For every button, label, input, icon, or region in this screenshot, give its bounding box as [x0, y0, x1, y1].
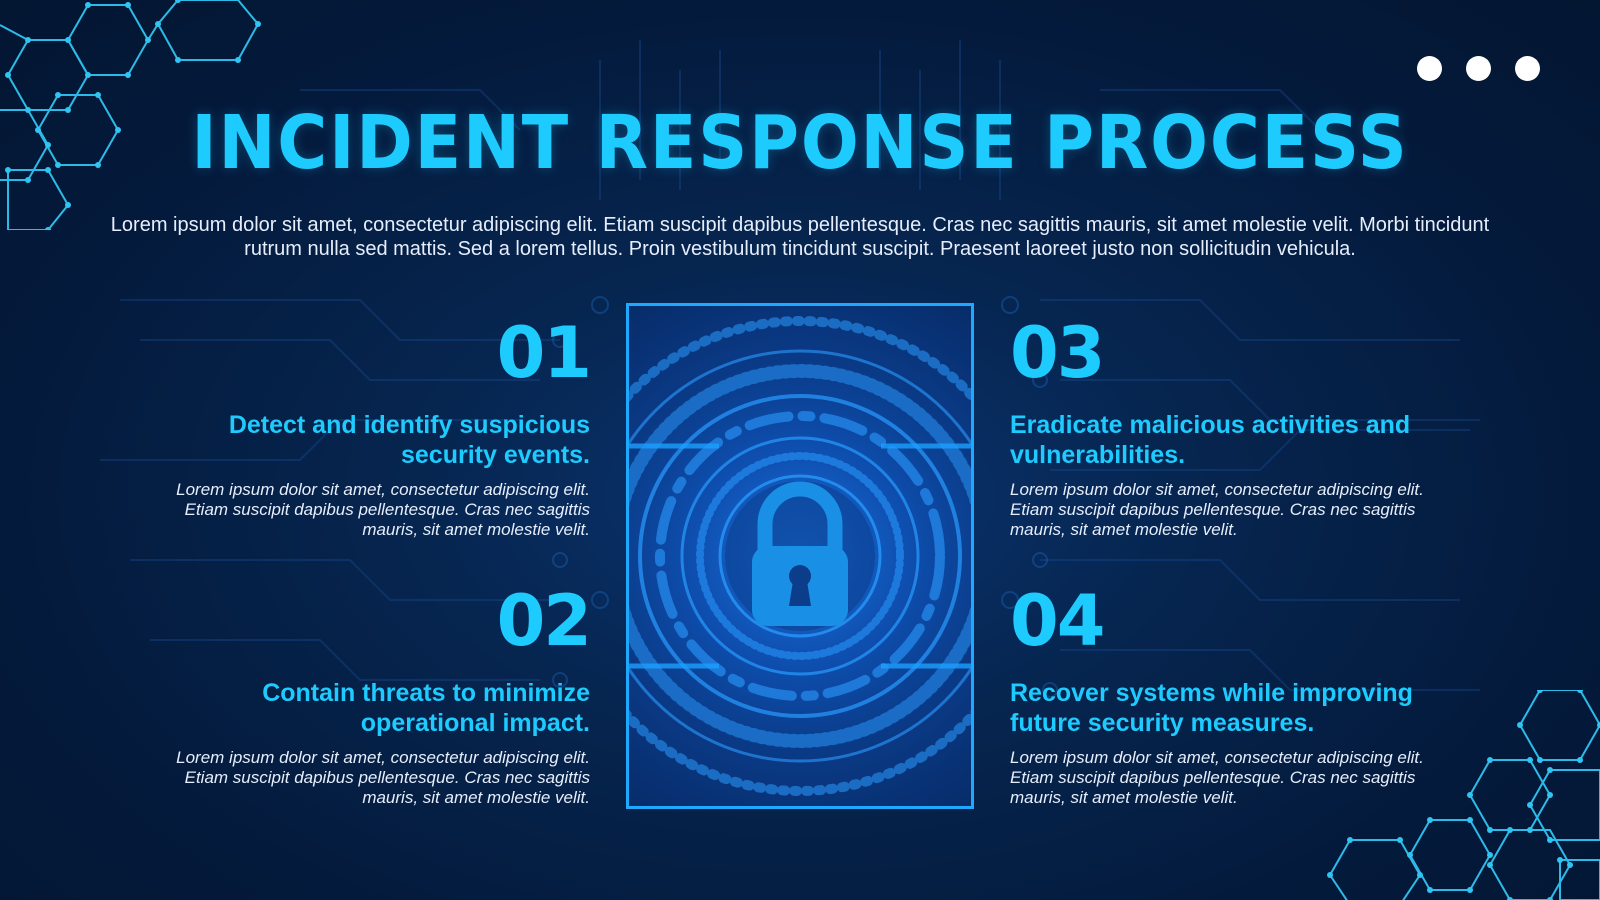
step-heading: Recover systems while improving future s…	[1010, 679, 1413, 737]
page-subtitle: Lorem ipsum dolor sit amet, consectetur …	[110, 214, 1490, 260]
step-number: 01	[496, 312, 592, 394]
lock-image-panel	[626, 303, 974, 809]
padlock-icon	[629, 316, 971, 796]
hexagon-network-top-left	[0, 0, 261, 230]
step-number: 03	[1010, 312, 1105, 394]
step-03: 03 Eradicate malicious activities and vu…	[1010, 318, 1440, 540]
step-heading: Detect and identify suspicious security …	[228, 411, 590, 469]
step-description: Lorem ipsum dolor sit amet, consectetur …	[176, 748, 590, 807]
step-02: 02 Contain threats to minimize operation…	[160, 580, 592, 808]
step-number: 02	[496, 580, 592, 662]
step-01: 01 Detect and identify suspicious securi…	[160, 312, 592, 540]
step-description: Lorem ipsum dolor sit amet, consectetur …	[176, 480, 590, 539]
dot	[1515, 56, 1540, 81]
step-number: 04	[1010, 580, 1105, 662]
step-04: 04 Recover systems while improving futur…	[1010, 586, 1440, 808]
step-heading: Contain threats to minimize operational …	[262, 679, 590, 737]
hexagon-network-bottom-right	[1327, 690, 1600, 900]
dot	[1466, 56, 1491, 81]
step-description: Lorem ipsum dolor sit amet, consectetur …	[1010, 480, 1424, 539]
step-heading: Eradicate malicious activities and vulne…	[1010, 411, 1411, 469]
dot	[1417, 56, 1442, 81]
page-title: INCIDENT RESPONSE PROCESS	[191, 100, 1409, 186]
three-dots-icon	[1417, 56, 1540, 81]
step-description: Lorem ipsum dolor sit amet, consectetur …	[1010, 748, 1424, 807]
